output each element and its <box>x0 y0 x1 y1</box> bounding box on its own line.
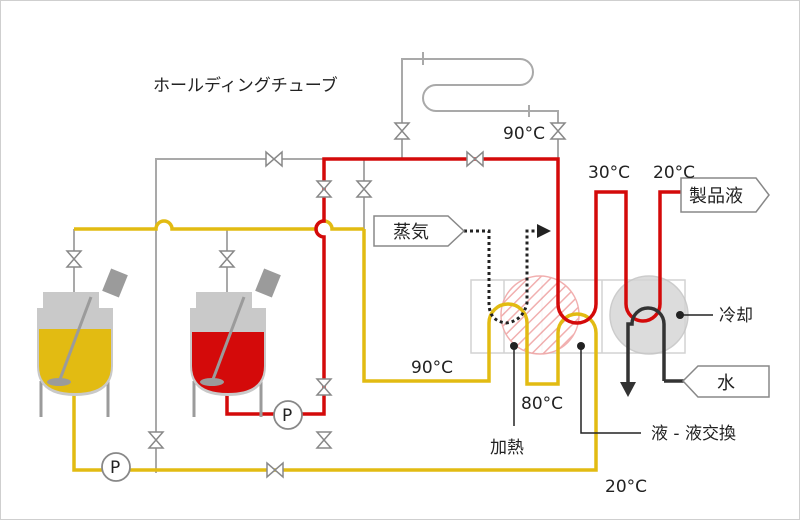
gray-piping <box>73 52 559 473</box>
temp-20-return: 20°C <box>605 477 647 497</box>
bowtie-valve-icon[interactable] <box>265 150 283 168</box>
steam-label: 蒸気 <box>393 222 429 243</box>
raw-liquid-pipes <box>72 219 598 472</box>
bowtie-valve-icon[interactable] <box>266 461 284 479</box>
steam-line <box>464 229 537 325</box>
cooling-label: 冷却 <box>719 306 753 326</box>
bowtie-valve-icon[interactable] <box>65 250 83 268</box>
pump-red[interactable]: P <box>273 400 303 430</box>
water-label: 水 <box>717 373 735 394</box>
bowtie-valve-icon[interactable] <box>315 180 333 198</box>
bowtie-valve-icon[interactable] <box>218 250 236 268</box>
raw-tank <box>37 268 128 417</box>
cooling-marker <box>676 311 684 319</box>
cooling-water-pipes <box>626 306 685 383</box>
exchange-marker <box>577 342 585 350</box>
temp-80: 80°C <box>521 394 563 414</box>
bowtie-valve-icon[interactable] <box>315 378 333 396</box>
bowtie-valve-icon[interactable] <box>393 122 411 140</box>
steam-tag: 蒸気 <box>373 215 466 247</box>
hot-liquid-pipes <box>225 157 681 416</box>
heating-marker <box>510 342 518 350</box>
holding-tube-label: ホールディングチューブ <box>153 75 338 96</box>
temp-30: 30°C <box>588 163 630 183</box>
temp-20-product: 20°C <box>653 163 695 183</box>
bowtie-valve-icon[interactable] <box>466 150 484 168</box>
bowtie-valve-icon[interactable] <box>315 431 333 449</box>
temp-holding: 90°C <box>503 124 545 144</box>
pump-icon: P <box>282 406 292 426</box>
product-tank <box>190 268 281 417</box>
water-out-arrow-icon <box>620 382 636 397</box>
product-tag: 製品液 <box>680 177 770 213</box>
pump-icon: P <box>110 458 120 478</box>
bowtie-valve-icon[interactable] <box>355 180 373 198</box>
steam-arrow-icon <box>537 224 551 238</box>
valve-group <box>65 122 567 479</box>
heating-label: 加熱 <box>490 438 524 458</box>
temp-90-inlet: 90°C <box>411 358 453 378</box>
product-label: 製品液 <box>689 186 743 207</box>
leader-lines <box>513 314 713 434</box>
bowtie-valve-icon[interactable] <box>549 122 567 140</box>
exchange-label: 液 - 液交換 <box>651 424 736 444</box>
pump-yellow[interactable]: P <box>101 452 131 482</box>
bowtie-valve-icon[interactable] <box>147 431 165 449</box>
water-tag: 水 <box>681 365 770 398</box>
